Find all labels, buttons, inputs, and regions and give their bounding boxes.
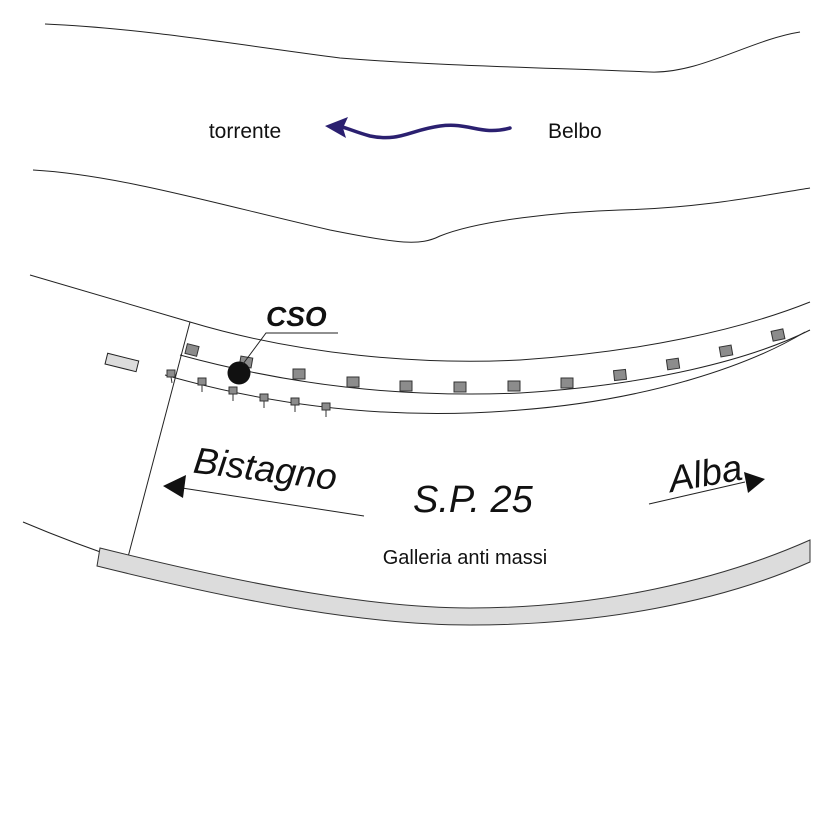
- road-marker: [399, 380, 413, 392]
- river-bank-south: [32, 169, 811, 243]
- small-marker: [197, 377, 207, 386]
- alba-label: Alba: [663, 447, 745, 501]
- bistagno-label: Bistagno: [191, 440, 339, 498]
- road-marker: [184, 343, 200, 357]
- torrente-label: torrente: [209, 120, 281, 143]
- small-marker: [290, 397, 300, 406]
- bistagno-arrow-head: [163, 475, 186, 498]
- galleria-anti-massi-band: [96, 539, 811, 626]
- road-marker: [453, 381, 467, 393]
- alba-direction: Alba: [663, 447, 745, 501]
- galleria-label: Galleria anti massi: [383, 547, 548, 569]
- belbo-label: Belbo: [548, 120, 602, 143]
- small-marker: [166, 369, 176, 378]
- small-marker: [259, 393, 269, 402]
- road-edge-upper: [29, 274, 811, 362]
- road-marker: [770, 328, 786, 342]
- alba-arrow-line: [648, 481, 746, 505]
- bistagno-direction: Bistagno: [191, 440, 339, 498]
- marker-row-upper: [184, 328, 786, 393]
- cso-point: [227, 361, 251, 385]
- road-marker: [507, 380, 521, 392]
- structure-block: [104, 352, 140, 373]
- road-edge-inner: [179, 329, 811, 395]
- road-marker: [292, 368, 306, 380]
- small-marker: [321, 402, 331, 411]
- road-marker: [346, 376, 360, 388]
- marker-row-lower: [166, 369, 331, 417]
- boundary-line: [127, 321, 191, 558]
- small-marker: [228, 386, 238, 395]
- cso-label: CSO: [266, 301, 327, 332]
- river-flow-arrow: [325, 117, 512, 140]
- cso-leader-line: [242, 332, 338, 365]
- road-marker: [612, 368, 628, 382]
- road-marker: [665, 357, 681, 371]
- road-marker: [560, 377, 574, 389]
- alba-arrow-head: [744, 472, 765, 493]
- road-name-label: S.P. 25: [413, 479, 534, 521]
- bistagno-arrow-line: [181, 487, 365, 517]
- river-bank-north: [44, 23, 801, 73]
- road-marker: [718, 344, 734, 358]
- road-edge-lower: [164, 331, 806, 414]
